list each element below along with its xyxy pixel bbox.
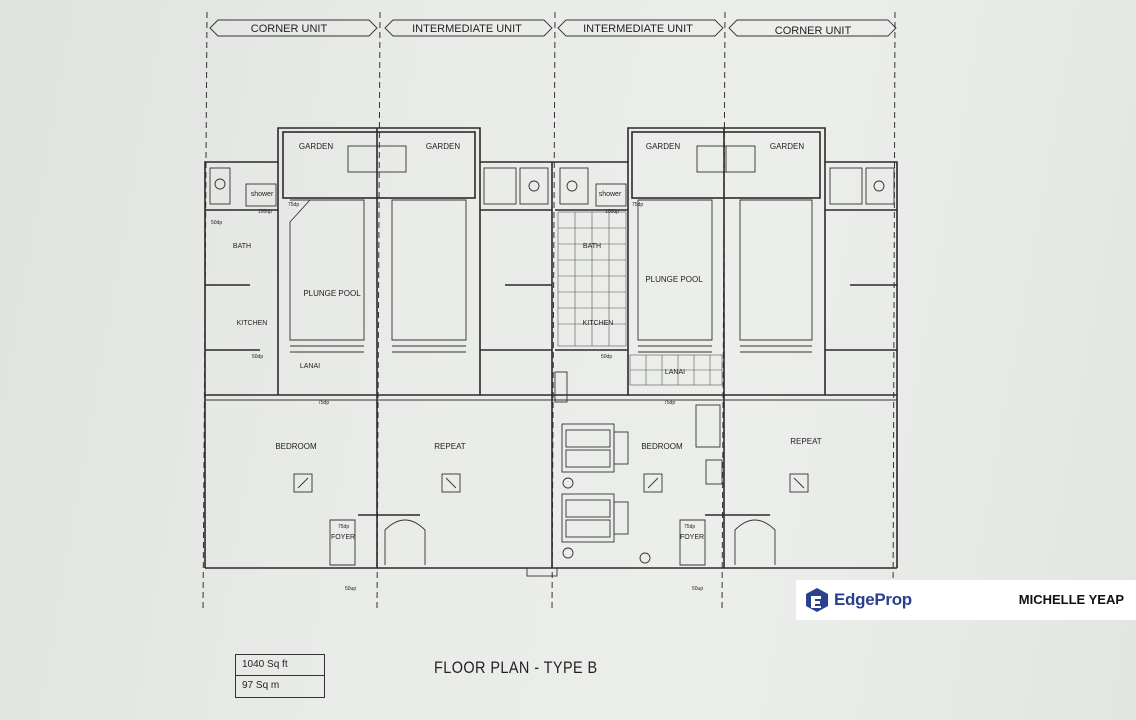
dim-50dp-1: 50dp: [211, 220, 222, 226]
edgeprop-brand: EdgeProp: [834, 590, 912, 609]
plunge-pools: [289, 199, 813, 353]
label-lanai-2: LANAI: [665, 369, 685, 376]
label-plunge-pool-2: PLUNGE POOL: [645, 275, 703, 284]
furniture: [554, 371, 723, 564]
label-plunge-pool-1: PLUNGE POOL: [303, 289, 361, 298]
area-table: 1040 Sq ft 97 Sq m: [235, 654, 325, 698]
dim-50dp-2: 50dp: [252, 354, 263, 360]
label-repeat-1: REPEAT: [434, 442, 466, 451]
dim-75dp-5: 75dp: [338, 524, 349, 530]
dim-75dp-3: 75dp: [632, 202, 643, 208]
edgeprop-watermark: EdgeProp MICHELLE YEAP: [796, 580, 1136, 620]
dim-100dp-1: 100dp: [258, 209, 272, 215]
dim-50up-2: 50up: [692, 586, 703, 592]
unit-header-2: INTERMEDIATE UNIT: [412, 23, 522, 35]
internal-walls: [205, 128, 897, 568]
area-sqft: 1040 Sq ft: [242, 659, 288, 670]
area-sqm: 97 Sq m: [236, 675, 324, 696]
tiled-floor: [557, 211, 723, 386]
label-bedroom-1: BEDROOM: [275, 442, 317, 451]
ceiling-markers: [293, 473, 809, 493]
dim-75dp-4: 75dp: [664, 400, 675, 406]
bathroom-fixtures: [209, 167, 895, 207]
label-garden-2: GARDEN: [426, 142, 460, 151]
label-shower-2: shower: [599, 191, 622, 198]
dim-75dp-1: 75dp: [288, 202, 299, 208]
outer-walls: [204, 127, 898, 569]
room-labels: GARDEN GARDEN GARDEN GARDEN shower showe…: [233, 142, 822, 541]
label-garden-1: GARDEN: [299, 142, 333, 151]
label-shower-1: shower: [251, 191, 274, 198]
edgeprop-logo-icon: [806, 588, 828, 612]
dim-50dp-3: 50dp: [601, 354, 612, 360]
unit-headers: CORNER UNIT INTERMEDIATE UNIT INTERMEDIA…: [209, 19, 897, 37]
label-kitchen-1: KITCHEN: [237, 320, 268, 327]
label-kitchen-2: KITCHEN: [583, 320, 614, 327]
label-garden-3: GARDEN: [646, 142, 680, 151]
plan-title: FLOOR PLAN - TYPE B: [434, 658, 598, 677]
dim-75dp-2: 75dp: [318, 400, 329, 406]
dim-50up-1: 50up: [345, 586, 356, 592]
dim-100dp-2: 100dp: [605, 209, 619, 215]
dim-75dp-6: 75dp: [684, 524, 695, 530]
label-foyer-1: FOYER: [331, 534, 355, 541]
label-garden-4: GARDEN: [770, 142, 804, 151]
unit-header-3: INTERMEDIATE UNIT: [583, 23, 693, 35]
unit-header-4: CORNER UNIT: [775, 25, 852, 37]
label-foyer-2: FOYER: [680, 534, 704, 541]
agent-name: MICHELLE YEAP: [1018, 592, 1124, 607]
label-bath-2: BATH: [583, 243, 601, 250]
foyers: [329, 514, 776, 577]
label-repeat-2: REPEAT: [790, 437, 822, 446]
unit-header-1: CORNER UNIT: [251, 23, 328, 35]
label-bedroom-2: BEDROOM: [641, 442, 683, 451]
unit-boundaries: [202, 11, 896, 613]
dimension-marks: 50dp 100dp 75dp 50dp 75dp 100dp 75dp 50d…: [211, 202, 703, 592]
label-bath-1: BATH: [233, 243, 251, 250]
label-lanai-1: LANAI: [300, 363, 320, 370]
